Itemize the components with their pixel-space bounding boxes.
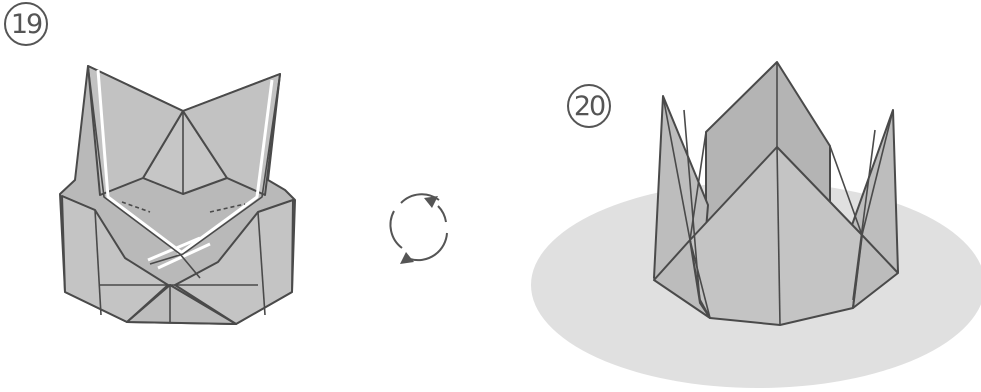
rotate-arrowhead-bottom	[400, 252, 414, 264]
rotate-arrowhead-top	[424, 196, 438, 208]
rotate-turn-over-icon	[390, 194, 447, 264]
step-19-figure	[60, 66, 295, 324]
